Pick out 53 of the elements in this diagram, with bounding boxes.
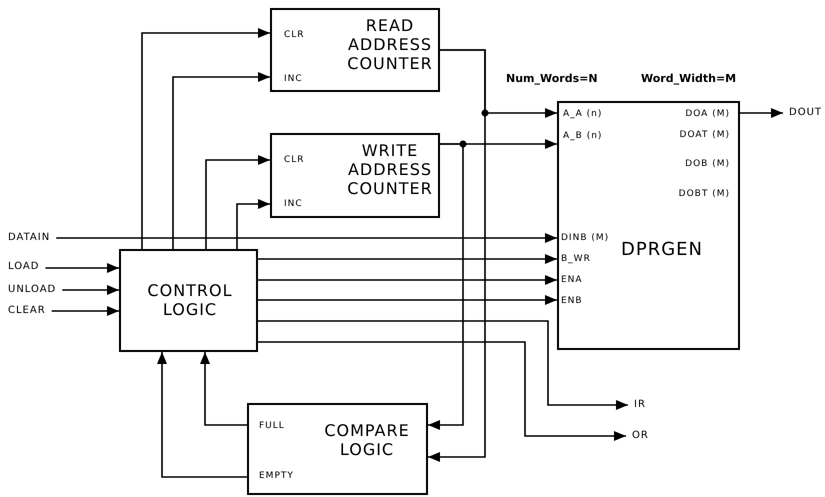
signal-name: DATAIN xyxy=(8,231,50,245)
port-label: A_A (n) xyxy=(563,109,602,119)
block-title: CONTROL LOGIC xyxy=(146,281,234,319)
port-label: A_B (n) xyxy=(563,131,602,141)
signal-name: OR xyxy=(632,429,649,443)
port-label: EMPTY xyxy=(259,471,294,481)
arrow xyxy=(56,233,557,243)
memory-block xyxy=(557,101,740,350)
port-label: INC xyxy=(284,74,303,84)
counter-block xyxy=(270,133,440,218)
port-label: INC xyxy=(284,199,303,209)
arrow xyxy=(200,352,247,426)
arrow xyxy=(258,275,557,285)
block-title: COMPARE LOGIC xyxy=(323,421,411,459)
parameter-label: Word_Width=M xyxy=(641,72,736,85)
block-title: DPRGEN xyxy=(621,240,704,259)
counter-block xyxy=(270,8,440,92)
port-label: DOAT (M) xyxy=(680,130,730,140)
arrow xyxy=(52,306,119,316)
logic-block xyxy=(247,403,428,495)
port-label: ENB xyxy=(561,296,583,306)
block-title: WRITE ADDRESS COUNTER xyxy=(346,141,434,198)
arrow xyxy=(258,295,557,305)
signal-name: UNLOAD xyxy=(8,283,56,297)
parameter-label: Num_Words=N xyxy=(506,72,598,85)
signal-name: DOUT xyxy=(789,106,822,120)
port-label: DOBT (M) xyxy=(678,189,730,199)
arrow xyxy=(258,254,557,264)
port-label: DOA (M) xyxy=(685,109,730,119)
port-label: CLR xyxy=(284,155,305,165)
signal-name: CLEAR xyxy=(8,304,46,318)
port-label: ENA xyxy=(561,275,583,285)
port-label: DINB (M) xyxy=(561,233,610,243)
arrow xyxy=(258,341,626,441)
port-label: DOB (M) xyxy=(685,159,730,169)
arrow xyxy=(428,49,486,462)
arrow xyxy=(428,143,464,430)
arrow xyxy=(157,352,247,478)
arrow xyxy=(141,28,270,249)
arrow xyxy=(45,263,119,273)
port-label: FULL xyxy=(259,421,285,431)
port-label: B_WR xyxy=(561,254,591,264)
arrow xyxy=(258,320,628,410)
port-label: CLR xyxy=(284,30,305,40)
arrow xyxy=(740,108,783,118)
arrow xyxy=(172,72,270,249)
arrow xyxy=(236,199,270,249)
block-title: READ ADDRESS COUNTER xyxy=(346,16,434,73)
signal-name: IR xyxy=(634,398,646,412)
signal-name: LOAD xyxy=(8,260,40,274)
arrow xyxy=(205,155,270,249)
arrow xyxy=(62,285,119,295)
logic-block xyxy=(119,249,258,352)
